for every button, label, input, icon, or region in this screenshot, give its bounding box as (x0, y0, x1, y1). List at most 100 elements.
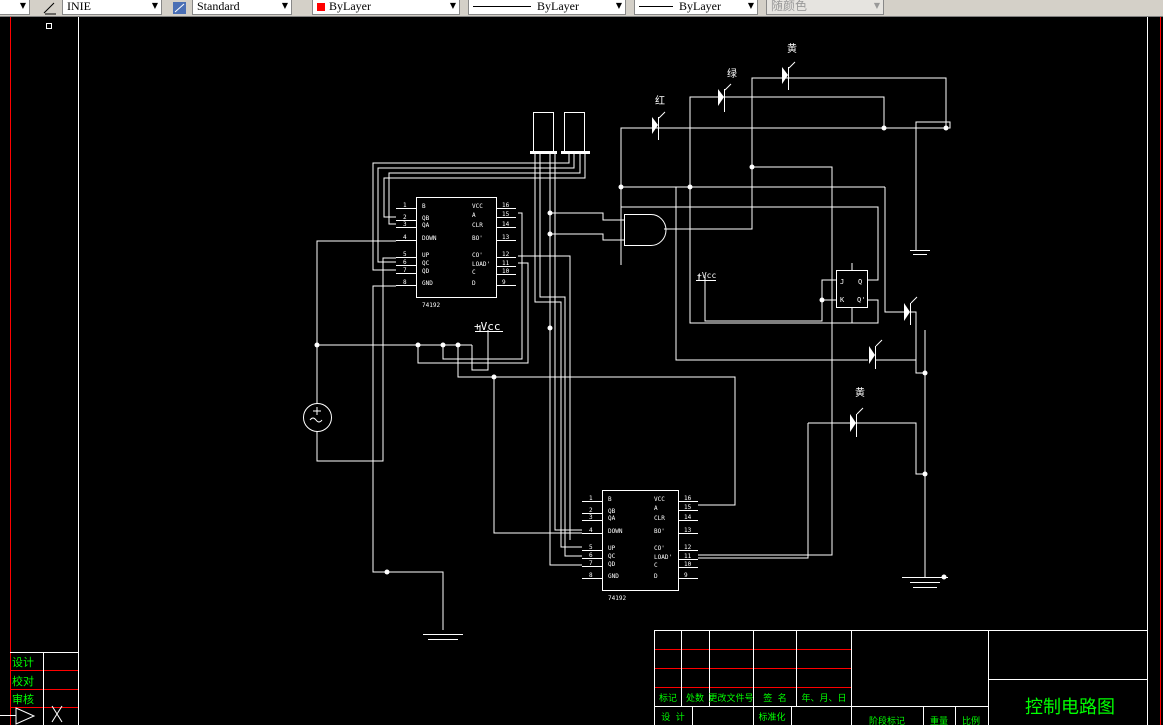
pin-name: GND (608, 573, 619, 580)
pin-number: 14 (684, 514, 692, 521)
pin-name: A (654, 505, 658, 512)
pin-number: 13 (502, 234, 510, 241)
prev-dropdown[interactable]: ▼ (0, 0, 30, 15)
pin-number: 4 (589, 527, 593, 534)
chip-label: 74192 (422, 302, 440, 309)
pin-name: CLR (472, 222, 483, 229)
led-yellow-top-icon (782, 67, 788, 84)
jk-q-label: Q (858, 278, 862, 286)
tb-header-count: 处数 (686, 692, 704, 704)
led-yellow-right-icon (850, 414, 856, 432)
chip-body (416, 197, 497, 298)
color-dropdown[interactable]: ByLayer▼ (312, 0, 460, 15)
color-value: ByLayer (329, 0, 371, 13)
chip-label: 74192 (608, 595, 626, 602)
pin-number: 16 (502, 202, 510, 209)
junction-dot (943, 125, 949, 131)
tb-header-mark: 标记 (659, 692, 677, 704)
led-green-label: 绿 (727, 67, 737, 80)
pin-name: CO' (472, 252, 483, 259)
left-table-approve: 审核 (12, 692, 34, 706)
frame-white-lines (0, 16, 1148, 725)
junction-dot (455, 342, 461, 348)
pin-number: 5 (589, 544, 593, 551)
tb-header-date: 年、月、日 (801, 692, 846, 704)
junction-dot (314, 342, 320, 348)
tb-header-docno: 更改文件号 (708, 692, 753, 704)
dim-style-dropdown[interactable]: Standard▼ (192, 0, 292, 15)
jk-flip-flop (836, 270, 868, 308)
vcc-label-1: +Vcc (474, 320, 501, 333)
junctions (314, 125, 949, 580)
pin-number: 12 (684, 544, 692, 551)
pin-name: D (654, 573, 658, 580)
pin-number: 10 (502, 268, 510, 275)
pin-number: 10 (684, 561, 692, 568)
junction-dot (384, 569, 390, 575)
pin-name: LOAD' (472, 261, 490, 268)
pin-number: 2 (403, 214, 407, 221)
lineweight-preview (639, 6, 673, 7)
pin-number: 7 (589, 560, 593, 567)
pin-number: 1 (403, 202, 407, 209)
tb-header-signature: 签 名 (763, 692, 786, 704)
plot-style-value: 随颜色 (771, 0, 808, 13)
lineweight-value: ByLayer (679, 0, 721, 13)
circuit-wires (303, 77, 951, 640)
pin-number: 3 (403, 221, 407, 228)
jk-k-label: K (840, 296, 845, 304)
pin-number: 4 (403, 234, 407, 241)
junction-dot (941, 574, 947, 580)
pin-number: 15 (502, 211, 510, 218)
pin-number: 13 (684, 527, 692, 534)
pin-name: B (422, 203, 426, 210)
text-style-value: INIE (67, 0, 91, 13)
pin-number: 9 (502, 279, 506, 286)
linetype-value: ByLayer (537, 0, 579, 13)
pin-number: 9 (684, 572, 688, 579)
color-swatch (317, 3, 325, 11)
junction-dot (687, 184, 693, 190)
pin-name: QB (608, 508, 616, 515)
pin-name: QC (422, 260, 430, 267)
pin-name: BO' (654, 528, 665, 535)
dim-style-icon[interactable] (172, 0, 188, 14)
junction-dot (819, 297, 825, 303)
junction-dot (547, 231, 553, 237)
pin-name: CLR (654, 515, 665, 522)
pin-number: 14 (502, 221, 510, 228)
linetype-dropdown[interactable]: ByLayer▼ (468, 0, 626, 15)
pin-name: DOWN (608, 528, 623, 535)
pin-name: VCC (472, 203, 483, 210)
pin-name: D (472, 280, 476, 287)
drawing-title: 控制电路图 (1025, 697, 1115, 718)
tb-stage: 阶段标记 (869, 715, 905, 725)
junction-dot (922, 370, 928, 376)
pin-name: C (472, 269, 476, 276)
pin-name: QA (608, 515, 616, 522)
pin-number: 6 (403, 259, 407, 266)
junction-dot (881, 125, 887, 131)
pin-number: 2 (589, 507, 593, 514)
circuit-labels: 红 绿 黄 黄 +Vcc +Vcc J K Q Q' (474, 42, 865, 399)
text-style-icon[interactable] (42, 0, 58, 15)
pin-name: LOAD' (654, 554, 672, 561)
ac-source-icon (303, 403, 332, 432)
pin-name: VCC (654, 496, 665, 503)
pin-number: 15 (684, 504, 692, 511)
pin-number: 11 (684, 553, 692, 560)
text-style-dropdown[interactable]: INIE▼ (62, 0, 162, 15)
tb-standard: 标准化 (758, 711, 785, 723)
pin-name: QB (422, 215, 430, 222)
left-table-check: 校对 (12, 674, 34, 688)
pin-name: B (608, 496, 612, 503)
title-block: 标记 处数 更改文件号 签 名 年、月、日 设 计 标准化 阶段标记 重量 比例… (659, 692, 1115, 725)
lineweight-dropdown[interactable]: ByLayer▼ (634, 0, 758, 15)
dim-style-value: Standard (197, 0, 240, 13)
junction-dot (547, 210, 553, 216)
pin-number: 11 (502, 260, 510, 267)
